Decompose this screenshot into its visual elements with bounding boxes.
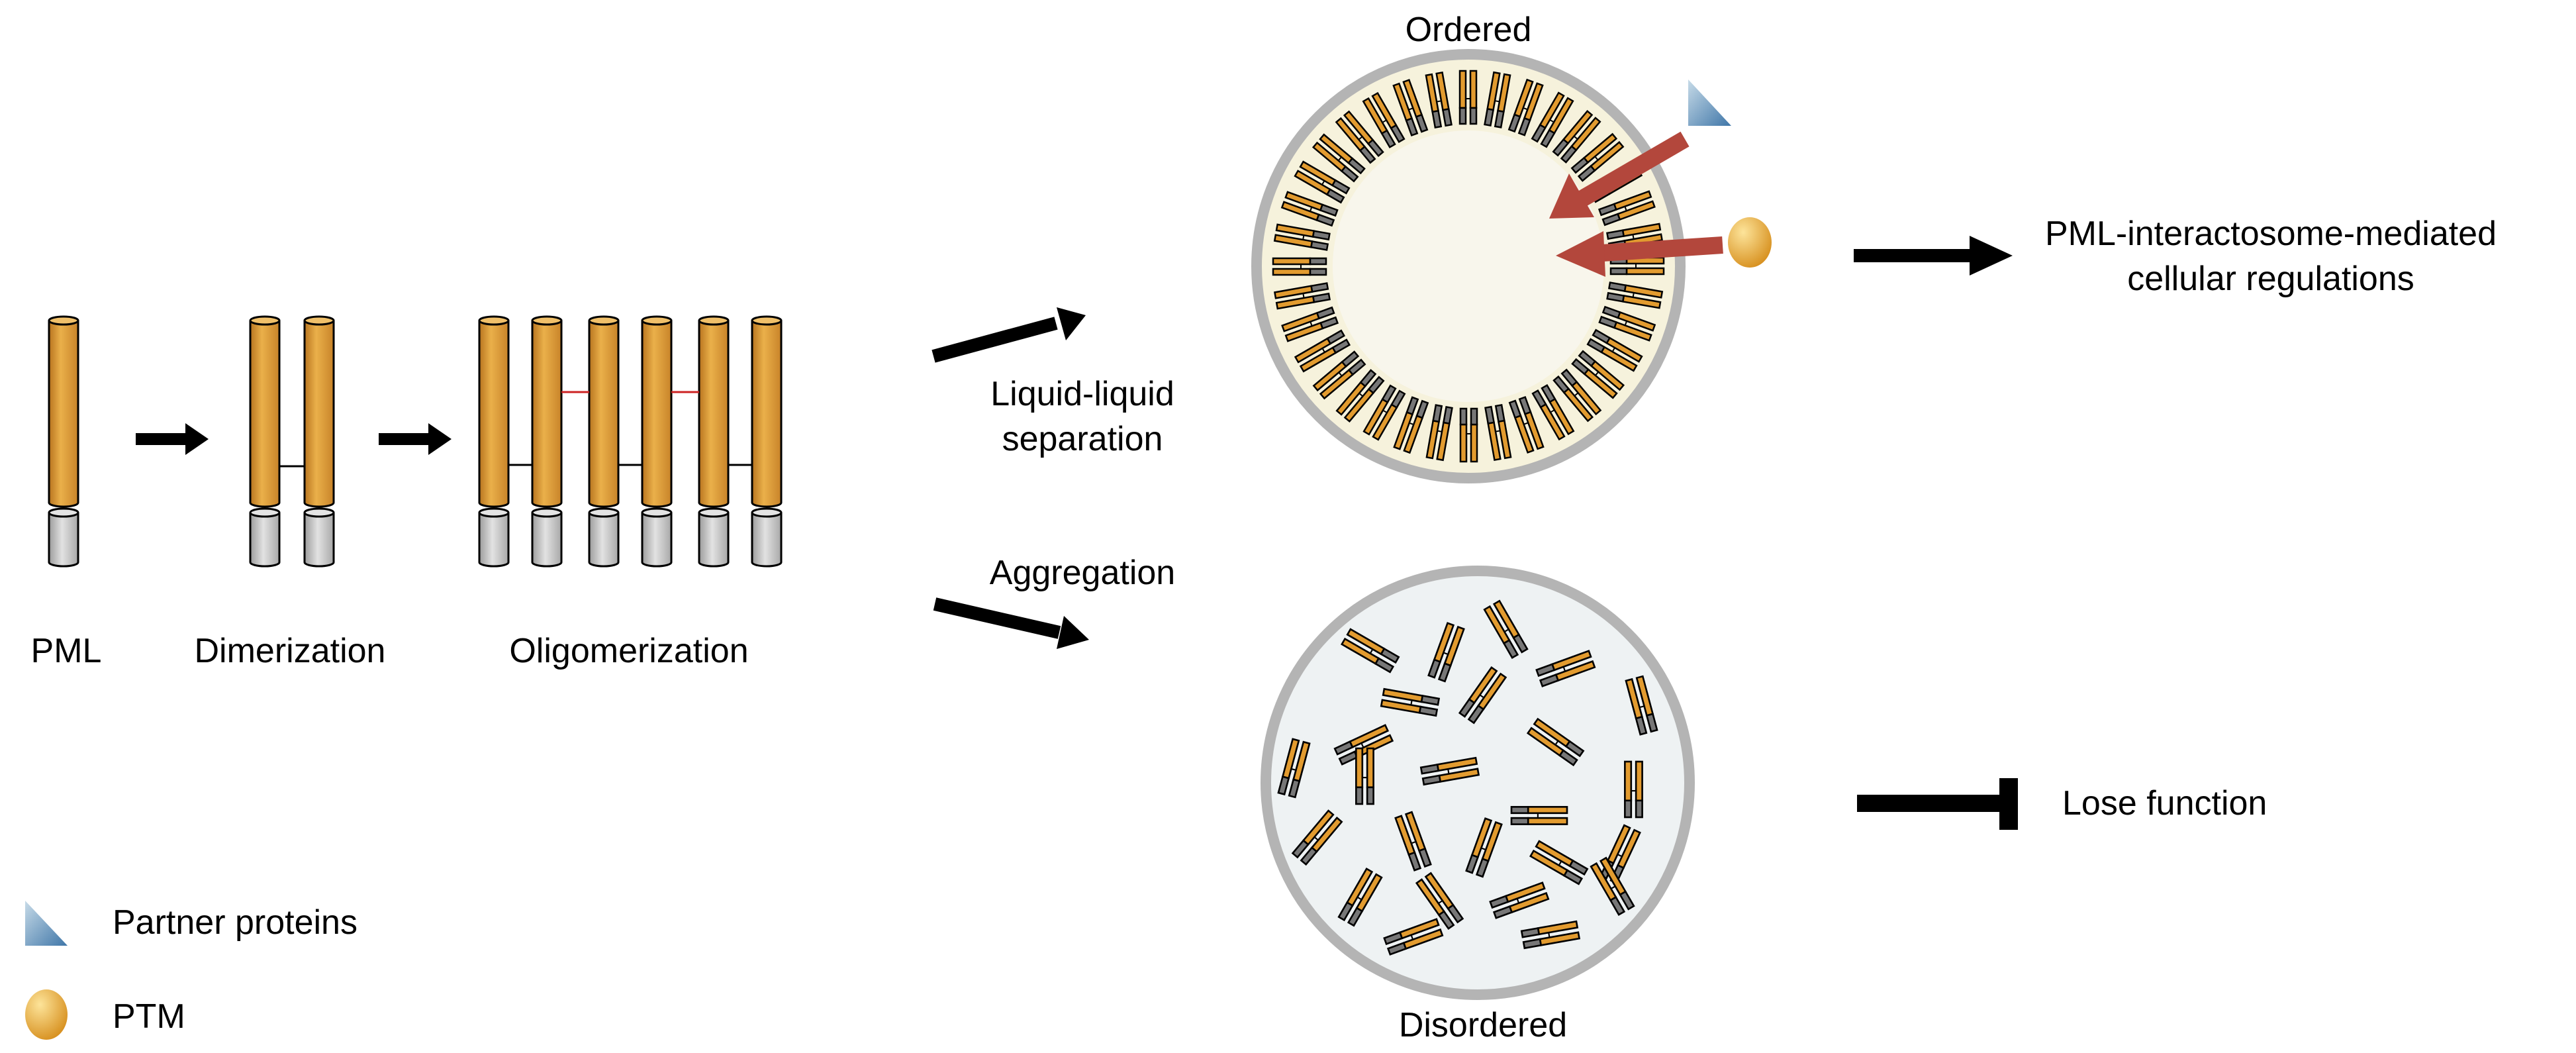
label-interactosome-line1: PML-interactosome-mediated [2045,215,2497,253]
pml-oligomer [478,315,783,568]
partner-protein-triangle-icon [25,901,68,946]
arrow-aggregation [933,597,1089,649]
recruit-arrow-partner [1549,131,1690,219]
ptm-marker [1728,217,1772,268]
ordered-pml-body [1251,49,1686,483]
ptm-sphere-icon [25,989,68,1040]
label-ordered: Ordered [1406,11,1532,49]
label-llps-line2: separation [1002,420,1163,458]
legend-ptm: PTM [113,997,185,1036]
label-pml: PML [31,632,102,670]
inhibition-arrow [1857,778,2018,830]
arrow-to-oligomer [379,423,452,455]
label-oligomerization: Oligomerization [509,632,748,670]
label-dimerization: Dimerization [195,632,386,670]
label-lose-function: Lose function [2062,784,2267,823]
arrow-to-interactosome [1854,236,2013,276]
label-llps-line1: Liquid-liquid [990,375,1174,413]
label-interactosome-line2: cellular regulations [2127,260,2414,298]
label-disordered: Disordered [1399,1006,1567,1044]
recruit-arrow-ptm [1556,231,1723,277]
legend: Partner proteins PTM [25,901,358,1040]
pml-dimer [249,315,335,568]
arrow-to-dimer [136,423,209,455]
arrow-llps [931,307,1086,363]
legend-partner-proteins: Partner proteins [113,903,358,942]
disordered-pml-aggregate [1261,566,1695,1000]
pml-monomer [48,315,79,568]
partner-protein-marker [1688,79,1731,126]
label-aggregation: Aggregation [990,554,1175,592]
